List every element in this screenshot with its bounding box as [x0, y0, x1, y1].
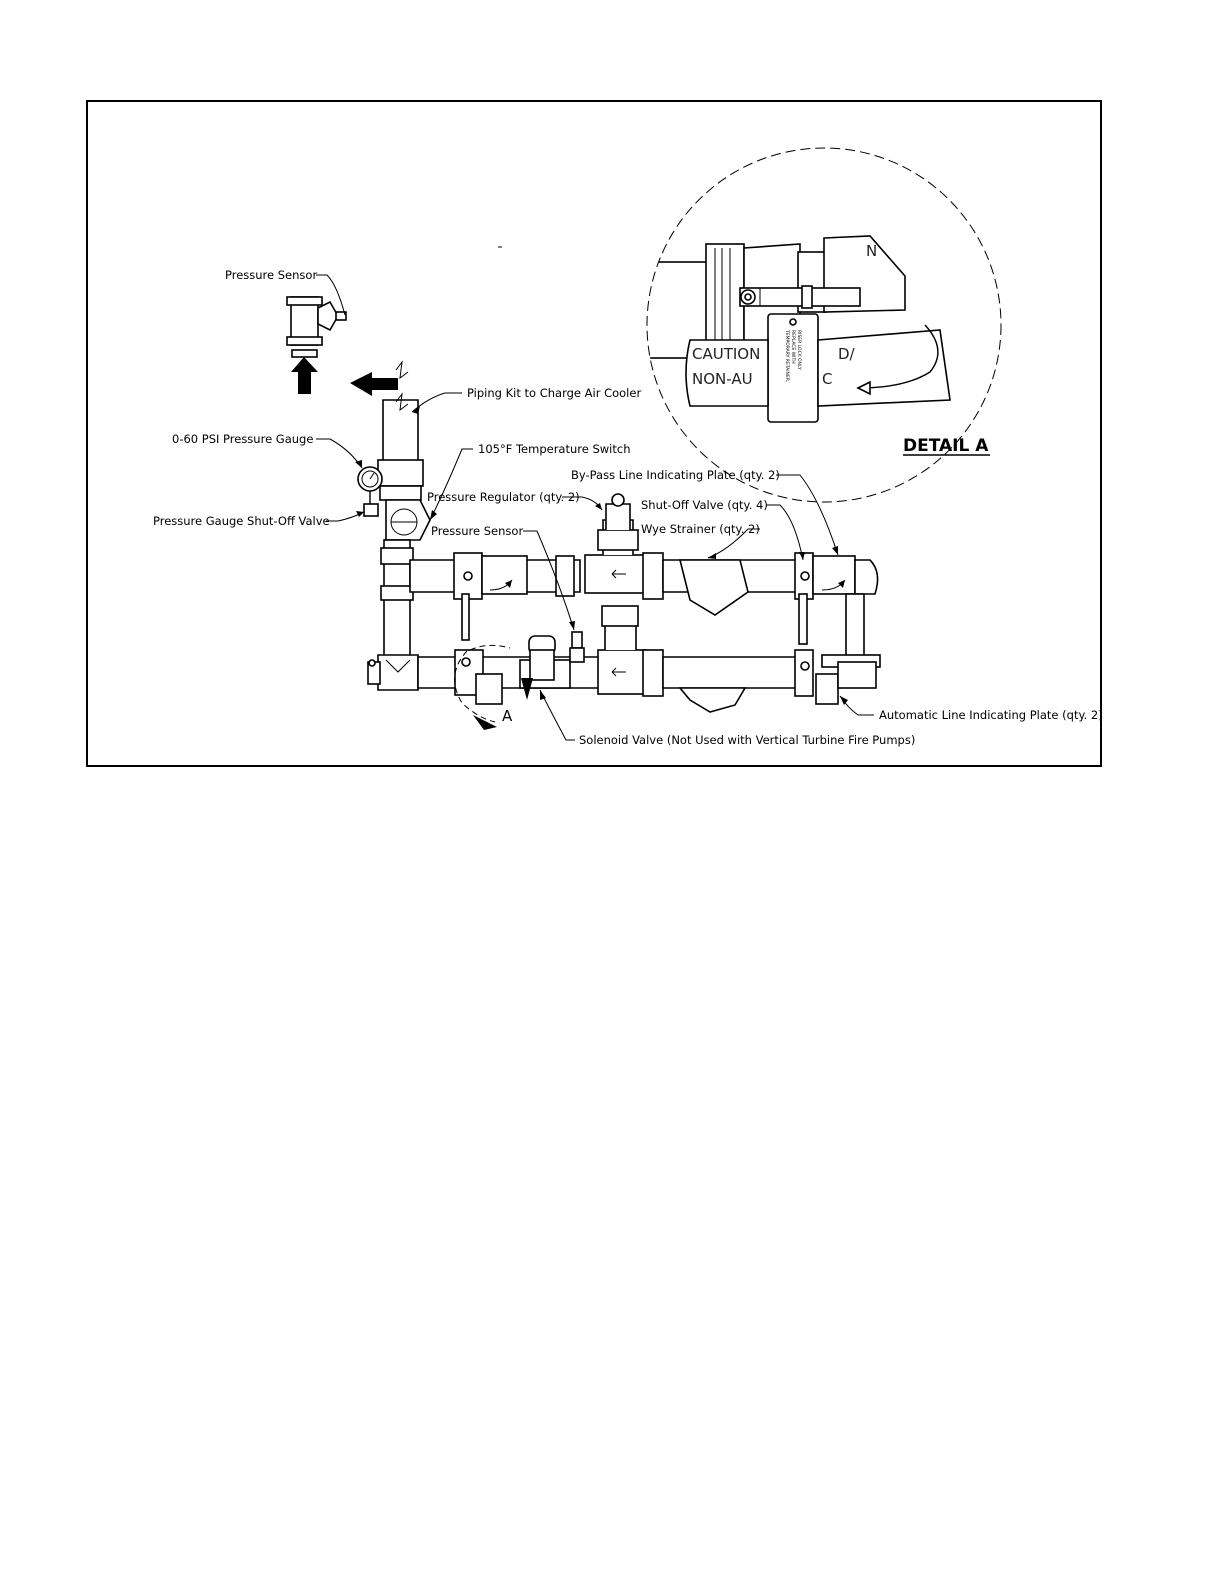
- riser-pipes: [357, 360, 431, 691]
- svg-text:REPLACE WITH: REPLACE WITH: [790, 330, 796, 364]
- callout-shutoff-valve: Shut-Off Valve (qty. 4): [641, 498, 768, 512]
- figure-frame: [86, 100, 1102, 767]
- detail-a: N TEMPORARY RETAINER, REPLACE WITH RISER…: [646, 147, 1002, 503]
- callout-temperature-switch: 105°F Temperature Switch: [478, 442, 631, 456]
- callout-pressure-regulator: Pressure Regulator (qty. 2): [427, 490, 580, 504]
- callout-leaders: [316, 274, 874, 741]
- callout-automatic-plate: Automatic Line Indicating Plate (qty. 2): [879, 708, 1103, 722]
- svg-text:RISER LOCK ONLY: RISER LOCK ONLY: [796, 330, 802, 370]
- detail-a-label: A: [502, 707, 513, 725]
- callout-piping-kit: Piping Kit to Charge Air Cooler: [467, 386, 641, 400]
- caution-tag-line2: NON-AU: [692, 370, 753, 388]
- callout-pressure-gauge: 0-60 PSI Pressure Gauge: [172, 432, 313, 446]
- callout-gauge-shutoff-valve: Pressure Gauge Shut-Off Valve: [153, 514, 330, 528]
- upper-bypass-line: [409, 493, 879, 661]
- lower-automatic-line: [417, 605, 881, 713]
- callout-wye-strainer: Wye Strainer (qty. 2): [641, 522, 760, 536]
- callout-pressure-sensor-mid: Pressure Sensor: [431, 524, 523, 538]
- pressure-sensor-top-assembly: [286, 296, 347, 394]
- caution-tag-line1: CAUTION: [692, 345, 760, 363]
- flow-arrow-up: [291, 357, 318, 394]
- detail-a-marker: A: [454, 644, 513, 730]
- callout-solenoid-valve: Solenoid Valve (Not Used with Vertical T…: [579, 733, 915, 747]
- flow-arrow-left: [350, 372, 398, 396]
- svg-text:TEMPORARY RETAINER,: TEMPORARY RETAINER,: [784, 329, 790, 382]
- detail-title: DETAIL A: [903, 436, 989, 456]
- callout-pressure-sensor-top: Pressure Sensor: [225, 268, 317, 282]
- callout-bypass-plate: By-Pass Line Indicating Plate (qty. 2): [571, 468, 780, 482]
- caution-tag-line1-tail: D/: [838, 345, 856, 363]
- caution-tag-line2-tail: C: [822, 370, 832, 388]
- svg-text:N: N: [866, 242, 877, 260]
- detail-circle: [646, 147, 1002, 503]
